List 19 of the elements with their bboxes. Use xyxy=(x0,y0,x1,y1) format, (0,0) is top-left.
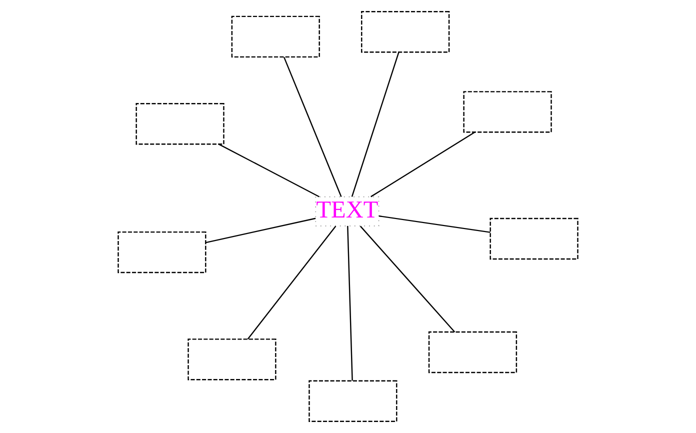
connector xyxy=(218,144,320,198)
connector xyxy=(347,226,353,381)
node-box: TEXT xyxy=(315,196,380,226)
node-box xyxy=(463,91,552,133)
connector xyxy=(247,226,336,340)
node-box xyxy=(231,16,320,58)
node-box xyxy=(188,338,276,380)
connector xyxy=(378,215,490,233)
node-box xyxy=(118,231,206,274)
node-box xyxy=(490,218,578,260)
node-box xyxy=(428,331,518,374)
connector xyxy=(206,218,316,244)
node-box xyxy=(308,380,398,422)
connector xyxy=(360,226,456,332)
connector xyxy=(370,132,476,198)
node-box xyxy=(136,103,224,145)
connector xyxy=(283,56,342,198)
connector xyxy=(351,52,400,197)
node-box xyxy=(361,11,450,53)
